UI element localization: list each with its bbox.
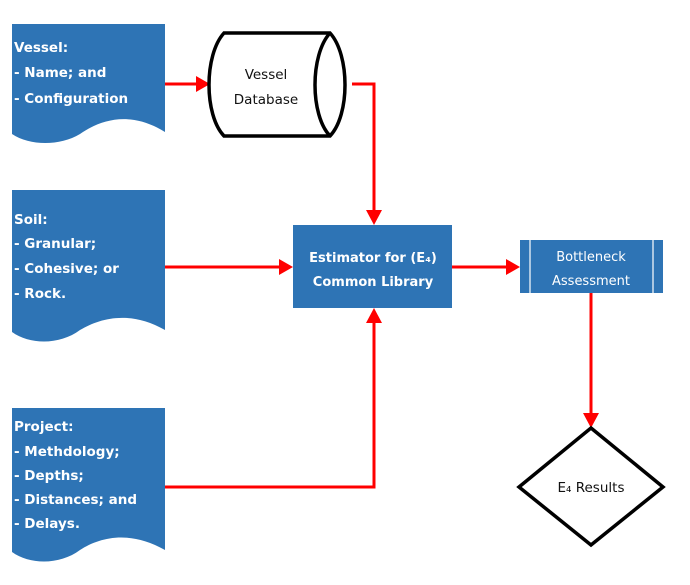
document-shape <box>12 190 165 342</box>
estimator-label: Common Library <box>313 275 434 290</box>
vessel-doc-line: - Configuration <box>14 91 128 107</box>
document-shape <box>12 408 165 562</box>
project-doc-line: - Methdology; <box>14 444 120 460</box>
soil-doc-line: - Rock. <box>14 286 66 302</box>
arrowhead-vessel-db <box>196 76 210 92</box>
process-box <box>293 225 452 308</box>
e4-results-decision[interactable]: E₄ Results <box>516 425 666 548</box>
edge-db-to-estimator <box>352 82 376 212</box>
database-shape <box>207 31 347 138</box>
arrowhead-estimator-bottom <box>366 308 382 323</box>
database-end-curve <box>313 31 332 138</box>
bottleneck-assessment-process[interactable]: Bottleneck Assessment <box>520 240 663 293</box>
bottleneck-label: Bottleneck <box>556 250 626 265</box>
database-label: Vessel <box>245 67 288 83</box>
soil-input-document[interactable]: Soil: - Granular; - Cohesive; or - Rock. <box>12 190 165 342</box>
predefined-process-box <box>520 240 663 293</box>
arrowhead-estimator-top <box>366 210 382 225</box>
vessel-doc-line: Vessel: <box>14 40 68 56</box>
vessel-input-document[interactable]: Vessel: - Name; and - Configuration <box>12 24 165 143</box>
arrowhead-results <box>583 413 599 428</box>
project-doc-line: - Delays. <box>14 516 80 532</box>
database-label: Database <box>234 92 298 108</box>
arrowhead-bottleneck <box>506 259 520 275</box>
results-label: E₄ Results <box>558 480 625 496</box>
edges <box>164 76 599 489</box>
project-input-document[interactable]: Project: - Methdology; - Depths; - Dista… <box>12 408 165 562</box>
soil-doc-line: Soil: <box>14 212 48 228</box>
document-shape <box>12 24 165 143</box>
vessel-database[interactable]: Vessel Database <box>207 31 347 138</box>
edge-project-to-estimator <box>164 321 376 489</box>
estimator-process[interactable]: Estimator for (E₄) Common Library <box>293 225 452 308</box>
decision-diamond <box>516 425 666 548</box>
estimator-label: Estimator for (E₄) <box>309 251 437 266</box>
project-doc-line: Project: <box>14 419 73 435</box>
soil-doc-line: - Cohesive; or <box>14 261 119 277</box>
bottleneck-label: Assessment <box>552 274 630 289</box>
vessel-doc-line: - Name; and <box>14 65 106 81</box>
project-doc-line: - Distances; and <box>14 492 137 508</box>
soil-doc-line: - Granular; <box>14 236 96 252</box>
arrowhead-estimator-left <box>279 259 293 275</box>
project-doc-line: - Depths; <box>14 468 84 484</box>
